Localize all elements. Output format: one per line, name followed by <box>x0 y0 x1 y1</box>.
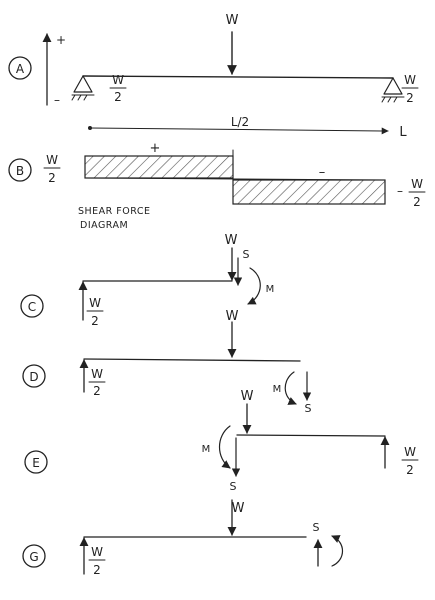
shear-negative-region <box>232 179 386 205</box>
svg-text:2: 2 <box>48 171 56 185</box>
sign-minus-label: – <box>54 93 60 107</box>
point-load-label-g: W <box>232 501 245 516</box>
part-c: C W 2 W S M <box>20 233 275 328</box>
beam-segment-d <box>83 358 301 362</box>
svg-text:–: – <box>397 184 403 198</box>
sfd-caption-line1: SHEAR FORCE <box>78 206 151 217</box>
reaction-label-c: W 2 <box>86 296 104 328</box>
part-c-label: C <box>28 300 36 314</box>
reaction-label-e: W 2 <box>401 445 419 477</box>
svg-text:W: W <box>89 296 101 310</box>
half-length-label: L/2 <box>231 115 249 129</box>
part-d-label: D <box>29 370 38 384</box>
reaction-label-g: W 2 <box>88 545 106 577</box>
part-b-label: B <box>16 164 24 178</box>
shear-minus-sign: – <box>319 165 326 180</box>
svg-text:2: 2 <box>93 384 101 398</box>
shear-negative-label: – W 2 <box>397 177 426 209</box>
point-load-label-a: W <box>226 13 239 28</box>
shear-label-d: S <box>305 402 312 415</box>
svg-text:2: 2 <box>91 314 99 328</box>
svg-text:W: W <box>112 73 124 87</box>
moment-label-c: M <box>266 284 275 295</box>
length-dimension-line <box>89 127 389 135</box>
part-a: A + – W 2 W <box>8 13 419 140</box>
beam-segment-e <box>236 434 386 437</box>
svg-text:W: W <box>46 153 58 167</box>
reaction-left-label: W 2 <box>109 73 127 104</box>
part-d: D W 2 W M S <box>22 309 312 415</box>
reaction-right-label: W 2 <box>401 73 419 105</box>
point-load-label-c: W <box>225 233 238 248</box>
sign-plus-label: + <box>56 33 66 47</box>
right-pin-support <box>381 77 405 103</box>
svg-text:W: W <box>91 545 103 559</box>
part-a-label: A <box>16 62 25 76</box>
reaction-label-d: W 2 <box>88 367 106 398</box>
shear-label-g: S <box>313 521 320 534</box>
sfd-caption-line2: DIAGRAM <box>80 220 128 231</box>
moment-arrow-d <box>284 371 297 405</box>
svg-text:2: 2 <box>406 463 414 477</box>
part-b: B W 2 + – – W 2 SHEAR FORCE DIAGRAM <box>8 141 426 231</box>
length-label: L <box>399 125 407 140</box>
svg-text:W: W <box>411 177 423 191</box>
svg-text:W: W <box>91 367 103 381</box>
svg-text:W: W <box>404 73 416 87</box>
moment-arrow-c <box>247 267 261 305</box>
part-g: G W 2 W S <box>22 499 344 577</box>
beam-a <box>82 75 394 79</box>
svg-text:2: 2 <box>93 563 101 577</box>
svg-text:2: 2 <box>406 91 414 105</box>
svg-text:2: 2 <box>114 90 122 104</box>
svg-text:2: 2 <box>413 195 421 209</box>
shear-plus-sign: + <box>150 141 161 156</box>
moment-label-e: M <box>202 444 211 455</box>
shear-positive-label: W 2 <box>43 153 61 185</box>
left-pin-support <box>71 75 95 101</box>
part-e: E W 2 W S M <box>24 389 419 493</box>
shear-label-c: S <box>243 248 250 261</box>
shear-baseline <box>84 177 386 181</box>
svg-text:W: W <box>404 445 416 459</box>
moment-arrow-e <box>218 425 231 469</box>
point-load-label-d: W <box>226 309 239 324</box>
shear-label-e: S <box>230 480 237 493</box>
part-e-label: E <box>32 456 40 470</box>
moment-arrow-g <box>331 535 344 567</box>
part-g-label: G <box>29 550 38 564</box>
point-load-label-e: W <box>241 389 254 404</box>
shear-positive-region <box>84 155 234 179</box>
moment-label-d: M <box>273 384 282 395</box>
